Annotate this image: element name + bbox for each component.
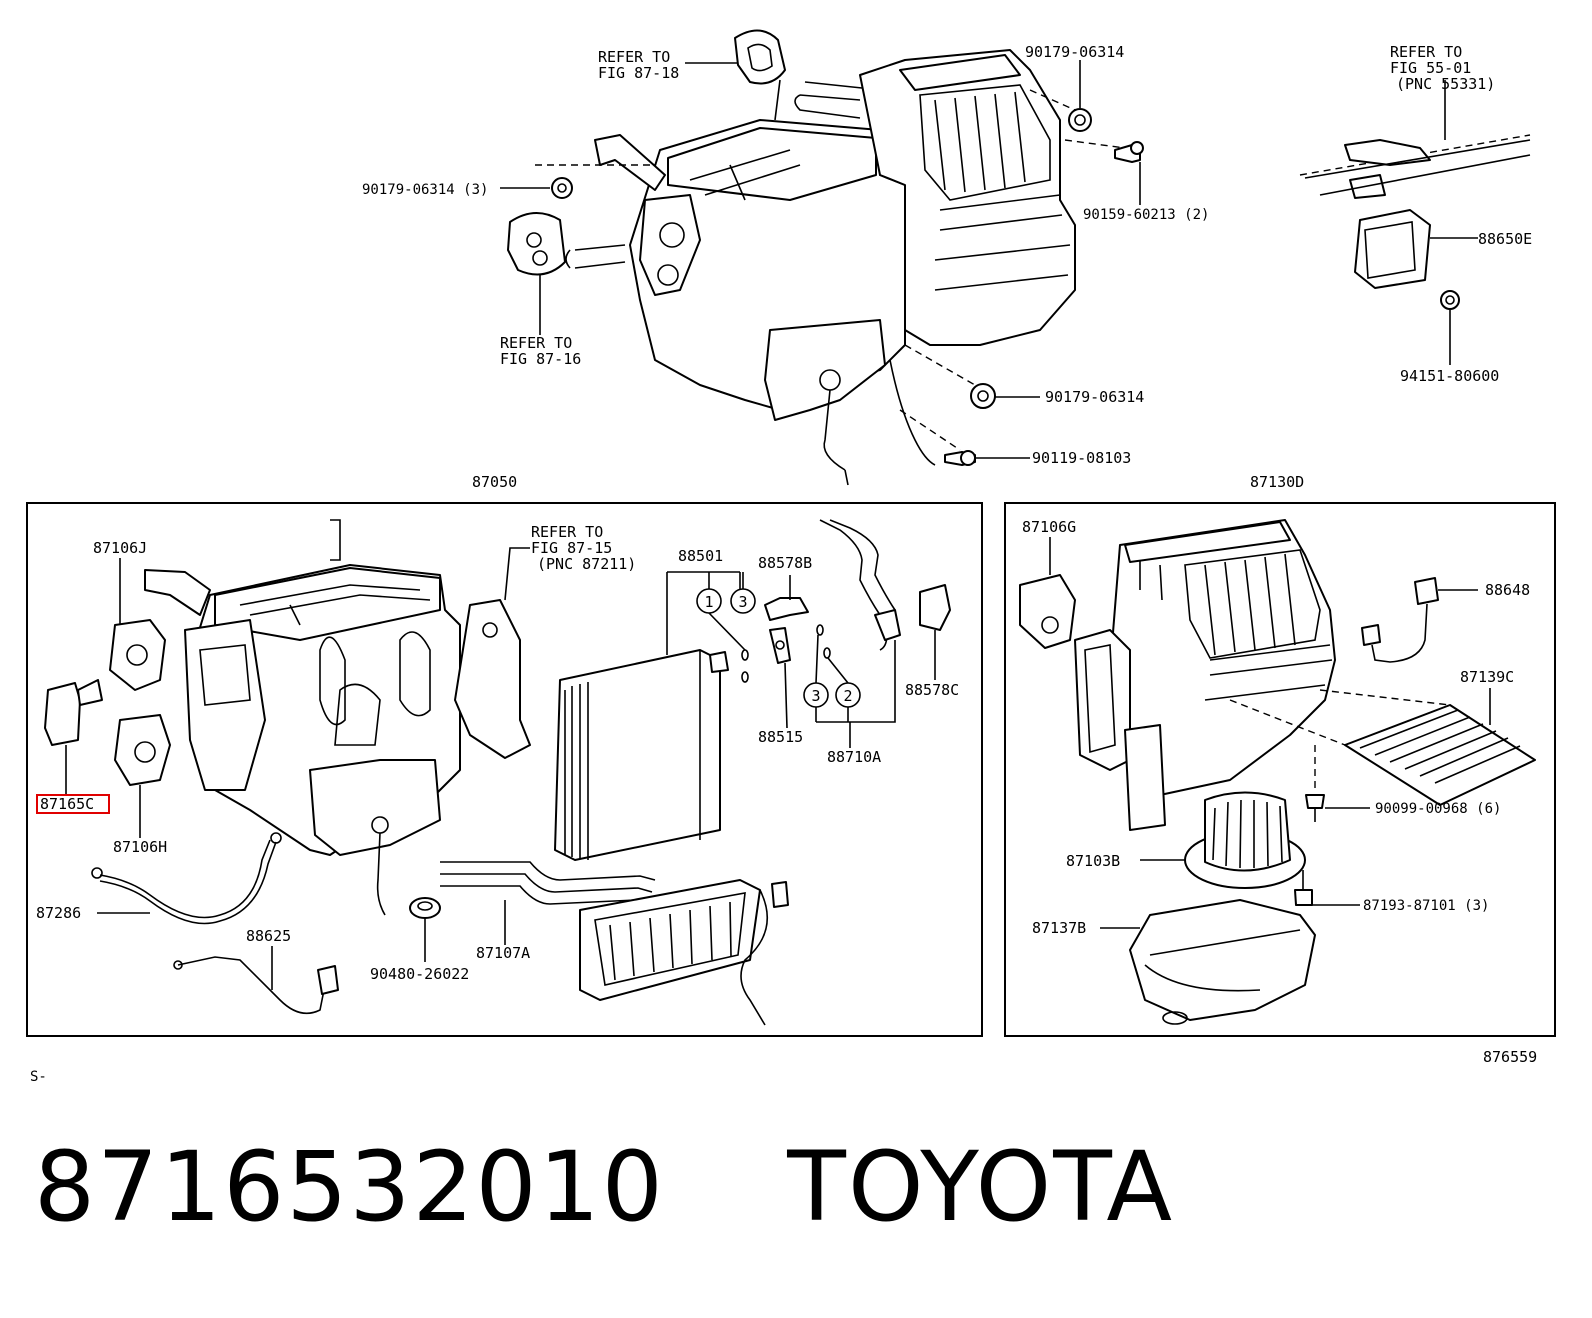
label-refer-87-16-line2: FIG 87-16 bbox=[500, 350, 581, 368]
label-refer-55-01-line2: FIG 55-01 bbox=[1390, 59, 1471, 77]
label-87107a: 87107A bbox=[476, 944, 530, 962]
label-88710a: 88710A bbox=[827, 748, 881, 766]
hvac-unit-assembly-top bbox=[535, 49, 1531, 486]
label-87286: 87286 bbox=[36, 904, 81, 922]
label-87193: 87193-87101 (3) bbox=[1363, 898, 1489, 914]
labels: REFER TO FIG 87-18 90179-06314 REFER TO … bbox=[30, 43, 1537, 1085]
label-90159: 90159-60213 (2) bbox=[1083, 207, 1209, 223]
resistor-87165c bbox=[44, 679, 103, 746]
label-87137b: 87137B bbox=[1032, 919, 1086, 937]
label-88625: 88625 bbox=[246, 927, 291, 945]
footer-brand: TOYOTA bbox=[787, 1131, 1175, 1243]
bolt-90119 bbox=[944, 450, 976, 466]
screw-90099 bbox=[1305, 794, 1325, 822]
insulator-88578c bbox=[919, 584, 951, 631]
nut-94151 bbox=[1440, 290, 1460, 310]
label-88650e: 88650E bbox=[1478, 230, 1532, 248]
label-88515: 88515 bbox=[758, 728, 803, 746]
label-90179-3: 90179-06314 (3) bbox=[362, 182, 488, 198]
frame-87050 bbox=[26, 502, 983, 1037]
circle-ref-2: 2 bbox=[835, 682, 861, 708]
label-87103b: 87103B bbox=[1066, 852, 1120, 870]
label-90179-top: 90179-06314 bbox=[1025, 43, 1124, 61]
label-87050: 87050 bbox=[472, 473, 517, 491]
blower-unit-87130d bbox=[1074, 519, 1336, 831]
footer-caption: 8716532010 TOYOTA bbox=[34, 1132, 1174, 1242]
dash-lines-right bbox=[1229, 689, 1451, 790]
harness-88625 bbox=[173, 956, 339, 1015]
seal-87-16 bbox=[507, 212, 566, 276]
label-87130d: 87130D bbox=[1250, 473, 1304, 491]
label-refer-87-16-line1: REFER TO bbox=[500, 334, 572, 352]
circle-ref-3a-text: 3 bbox=[738, 593, 747, 611]
circle-ref-3b-text: 3 bbox=[811, 687, 820, 705]
evaporator-88501 bbox=[554, 649, 729, 861]
label-87106h: 87106H bbox=[113, 838, 167, 856]
label-90480: 90480-26022 bbox=[370, 965, 469, 983]
label-87165c: 87165C bbox=[40, 795, 94, 813]
label-94151: 94151-80600 bbox=[1400, 367, 1499, 385]
bolt-90159 bbox=[1114, 141, 1144, 163]
label-refer-55-01-line3: (PNC 55331) bbox=[1396, 75, 1495, 93]
bracket-55331 bbox=[1304, 139, 1531, 199]
frame-87130d bbox=[1004, 502, 1556, 1037]
heater-core-87107a bbox=[440, 861, 789, 1026]
label-refer-87-15-line2: FIG 87-15 bbox=[531, 539, 612, 557]
case-87137b bbox=[1129, 899, 1316, 1025]
actuator-87106h bbox=[114, 714, 171, 786]
parts-diagram: 1 3 3 2 bbox=[26, 29, 1556, 1085]
top-leaders bbox=[500, 60, 1478, 459]
heater-unit-87050 bbox=[144, 519, 461, 916]
label-88501: 88501 bbox=[678, 547, 723, 565]
pipe-88710a bbox=[819, 519, 901, 651]
label-refer-87-15-line3: (PNC 87211) bbox=[537, 555, 636, 573]
label-90119: 90119-08103 bbox=[1032, 449, 1131, 467]
screw-87193 bbox=[1294, 870, 1313, 906]
nut-90179-top bbox=[1068, 108, 1092, 132]
label-87106j: 87106J bbox=[93, 539, 147, 557]
circle-ref-1: 1 bbox=[696, 588, 722, 614]
label-refer-87-18-line1: REFER TO bbox=[598, 48, 670, 66]
cable-87286 bbox=[91, 832, 282, 925]
seal-87-18 bbox=[734, 29, 786, 85]
label-88648: 88648 bbox=[1485, 581, 1530, 599]
highlight-87165c bbox=[36, 794, 110, 814]
right-leaders bbox=[1049, 537, 1491, 929]
label-refer-87-18-line2: FIG 87-18 bbox=[598, 64, 679, 82]
actuator-87106j bbox=[109, 619, 166, 691]
label-series: S- bbox=[30, 1069, 47, 1085]
clamp-88578b bbox=[764, 597, 809, 621]
label-88578b: 88578B bbox=[758, 554, 812, 572]
nut-90179-mid bbox=[970, 383, 996, 409]
nut-90179-left bbox=[551, 177, 573, 199]
circle-ref-1-text: 1 bbox=[704, 593, 713, 611]
label-87139c: 87139C bbox=[1460, 668, 1514, 686]
label-90179-mid: 90179-06314 bbox=[1045, 388, 1144, 406]
relay-88650e bbox=[1354, 209, 1431, 289]
circle-ref-3a: 3 bbox=[730, 588, 756, 614]
label-figure-number: 876559 bbox=[1483, 1048, 1537, 1066]
label-87106g: 87106G bbox=[1022, 518, 1076, 536]
label-refer-55-01-line1: REFER TO bbox=[1390, 43, 1462, 61]
label-90099: 90099-00968 (6) bbox=[1375, 801, 1501, 817]
circle-ref-2-text: 2 bbox=[843, 687, 852, 705]
duct-87-15 bbox=[454, 599, 531, 759]
label-88578c: 88578C bbox=[905, 681, 959, 699]
blower-fan-87103b bbox=[1184, 791, 1306, 889]
valve-88515 bbox=[769, 627, 791, 664]
circle-ref-3b: 3 bbox=[803, 682, 829, 708]
grommet-90480 bbox=[409, 897, 441, 919]
label-refer-87-15-line1: REFER TO bbox=[531, 523, 603, 541]
footer-part-number: 8716532010 bbox=[34, 1131, 665, 1243]
actuator-87106g bbox=[1019, 574, 1076, 649]
left-leaders bbox=[65, 547, 936, 990]
filter-87139c bbox=[1344, 704, 1536, 806]
harness-88648 bbox=[1361, 577, 1439, 663]
